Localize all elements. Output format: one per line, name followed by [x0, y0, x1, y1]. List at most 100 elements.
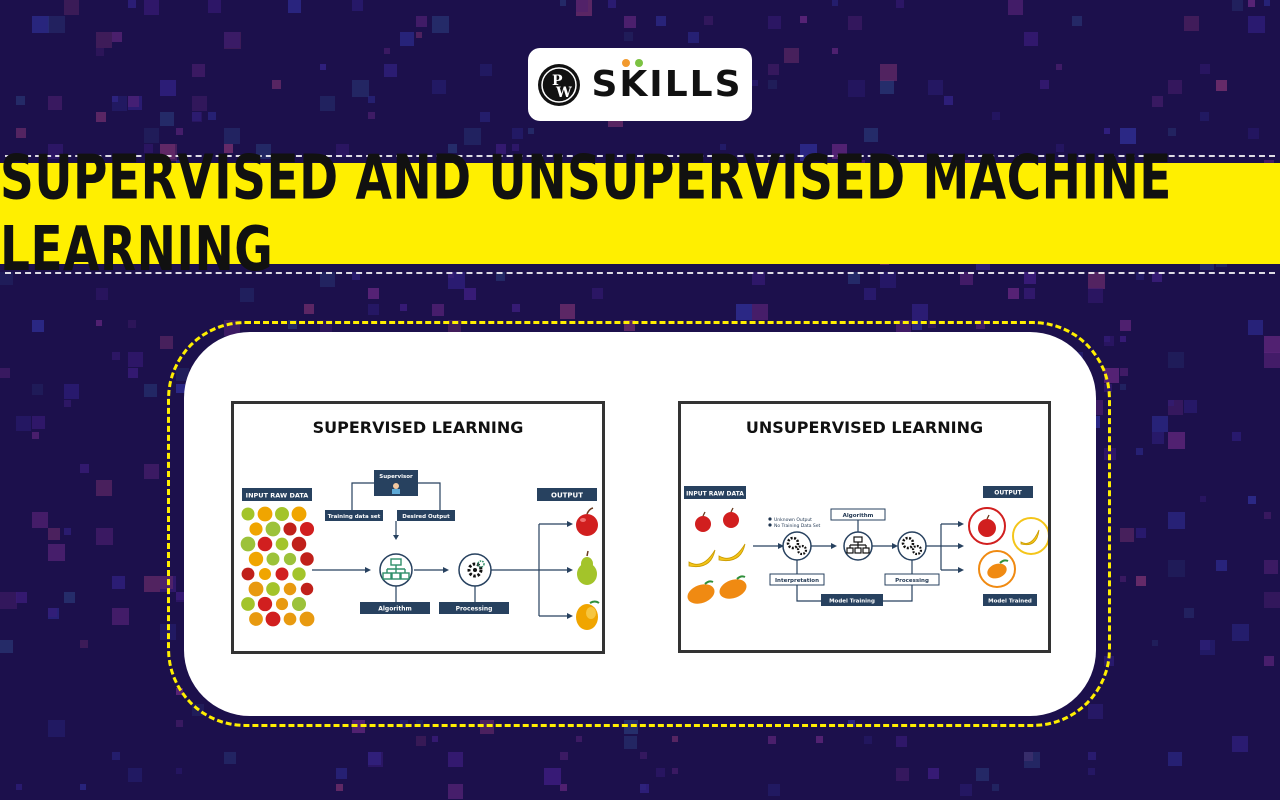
bg-pixel	[464, 288, 476, 300]
bg-pixel	[176, 592, 184, 600]
bg-pixel	[304, 304, 314, 314]
bg-pixel	[368, 96, 375, 103]
bg-pixel	[448, 144, 457, 153]
bg-pixel	[1232, 624, 1249, 641]
bg-pixel	[192, 112, 201, 121]
bg-pixel	[768, 80, 777, 89]
bg-pixel	[1088, 272, 1105, 289]
bg-pixel	[352, 272, 360, 280]
bg-pixel	[1248, 16, 1265, 33]
bg-pixel	[1024, 288, 1035, 299]
bg-pixel	[512, 144, 519, 151]
bg-pixel	[752, 304, 768, 320]
bg-pixel	[16, 96, 25, 105]
bg-pixel	[752, 272, 765, 285]
bg-pixel	[992, 112, 1000, 120]
bg-pixel	[1248, 496, 1256, 504]
bg-pixel	[416, 736, 426, 746]
bg-pixel	[1104, 128, 1110, 134]
bg-pixel	[976, 320, 985, 329]
bg-pixel	[1232, 0, 1243, 11]
bg-pixel	[624, 32, 633, 41]
bg-pixel	[848, 16, 862, 30]
bg-pixel	[1216, 80, 1227, 91]
bg-pixel	[672, 768, 678, 774]
bg-pixel	[64, 528, 71, 535]
bg-pixel	[1168, 352, 1184, 368]
bg-pixel	[1200, 640, 1210, 650]
bg-pixel	[752, 80, 758, 86]
bg-pixel	[560, 0, 566, 6]
fruit-icon	[265, 521, 281, 537]
fruit-icon	[283, 552, 297, 566]
bg-pixel	[1152, 272, 1162, 282]
bg-pixel	[96, 32, 112, 48]
bg-pixel	[1104, 336, 1110, 342]
bg-pixel	[1264, 560, 1278, 574]
bg-pixel	[1136, 576, 1146, 586]
bg-pixel	[192, 64, 205, 77]
bg-pixel	[416, 32, 422, 38]
bg-pixel	[640, 752, 647, 759]
unsup-mango-icons	[687, 575, 747, 604]
bg-pixel	[224, 32, 240, 48]
fruit-icon	[283, 522, 297, 536]
svg-text:Algorithm: Algorithm	[843, 513, 874, 519]
bg-pixel	[1120, 368, 1128, 376]
bg-pixel	[784, 48, 799, 63]
bg-pixel	[704, 16, 713, 25]
bg-pixel	[1168, 512, 1185, 529]
bg-pixel	[144, 0, 159, 15]
bg-pixel	[496, 272, 505, 281]
bg-pixel	[176, 768, 182, 774]
fruit-icon	[299, 521, 315, 537]
bg-pixel	[208, 112, 216, 120]
bg-pixel	[656, 768, 665, 777]
bg-pixel	[768, 64, 779, 75]
bg-pixel	[144, 144, 153, 153]
sup-connector-left	[351, 482, 374, 510]
bg-pixel	[0, 592, 17, 609]
sup-connector-right	[418, 482, 441, 510]
bg-pixel	[128, 352, 143, 367]
bg-pixel	[128, 368, 138, 378]
bg-pixel	[1120, 384, 1126, 390]
bg-pixel	[192, 112, 202, 122]
fruit-icon	[291, 596, 307, 612]
sup-output-apple-icon	[576, 507, 598, 536]
bg-pixel	[432, 304, 444, 316]
bg-pixel	[848, 272, 860, 284]
bg-pixel	[80, 784, 86, 790]
bg-pixel	[1120, 528, 1134, 542]
unsup-banana-icons	[688, 543, 746, 568]
bg-pixel	[1168, 128, 1176, 136]
bg-pixel	[368, 288, 379, 299]
bg-pixel	[144, 384, 157, 397]
top-dashed-divider	[5, 155, 1275, 157]
unsup-output-mango-icon	[978, 550, 1016, 588]
bg-pixel	[832, 48, 838, 54]
bg-pixel	[624, 736, 637, 749]
bg-pixel	[928, 320, 936, 328]
bg-pixel	[592, 288, 603, 299]
bg-pixel	[960, 272, 973, 285]
bg-pixel	[112, 352, 120, 360]
bg-pixel	[1008, 288, 1019, 299]
sup-desired-label: Desired Output	[397, 510, 455, 521]
unsupervised-panel: UNSUPERVISED LEARNING INPUT RAW DATA Unk…	[678, 401, 1051, 653]
fruit-icon	[275, 537, 289, 551]
unsup-processing-gear-icon	[897, 531, 927, 561]
unsup-output-branches	[926, 523, 961, 571]
bg-pixel	[768, 784, 780, 796]
bg-pixel	[1024, 752, 1040, 768]
bg-pixel	[1152, 96, 1163, 107]
unsup-interpretation-gear-icon	[782, 531, 812, 561]
bg-pixel	[1184, 608, 1194, 618]
bg-pixel	[960, 784, 972, 796]
fruit-icon	[249, 522, 263, 536]
unsup-processing-label: Processing	[884, 573, 940, 586]
unsup-input-label: INPUT RAW DATA	[684, 486, 746, 499]
bg-pixel	[1264, 512, 1271, 519]
fruit-icon	[248, 581, 264, 597]
bg-pixel	[544, 768, 561, 785]
